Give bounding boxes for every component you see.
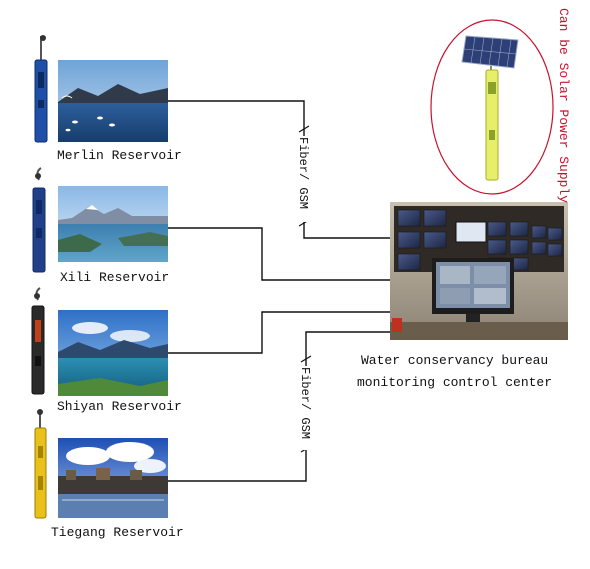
link-merlin [168,100,390,239]
connection-lines [168,100,390,482]
monitoring-pole-icon [485,69,499,181]
solar-pole-callout [430,19,554,195]
break-mark [298,125,310,133]
link-label-upper: Fiber/ GSM [296,137,310,209]
station-xili: Xili Reservoir [32,167,169,285]
link-label-lower: Fiber/ GSM [298,367,312,439]
monitoring-pole-icon [34,35,48,143]
control-center-title-line2: monitoring control center [357,375,552,390]
control-center-title-line1: Water conservancy bureau [361,353,548,368]
monitoring-pole-icon [32,167,46,273]
station-label: Xili Reservoir [60,270,169,285]
reservoir-photo [58,310,168,396]
solar-power-note: Can be Solar Power Supply [556,8,571,203]
link-shiyan [168,311,390,354]
link-tiegang [168,331,390,482]
link-xili [168,227,390,281]
station-merlin: Merlin Reservoir [34,35,182,163]
station-label: Tiegang Reservoir [51,525,184,540]
monitoring-pole-icon [34,409,47,519]
station-shiyan: Shiyan Reservoir [31,287,182,414]
reservoir-photo [58,186,168,262]
station-label: Merlin Reservoir [57,148,182,163]
station-label: Shiyan Reservoir [57,399,182,414]
reservoir-photo [58,60,168,142]
solar-panel-icon [461,35,519,72]
highlight-ellipse [430,19,554,195]
monitoring-pole-icon [31,287,45,395]
break-mark [300,355,312,363]
station-tiegang: Tiegang Reservoir [34,409,184,540]
control-room-photo [390,202,568,340]
reservoir-photo [58,438,168,518]
control-center: Water conservancy bureau monitoring cont… [357,202,568,390]
